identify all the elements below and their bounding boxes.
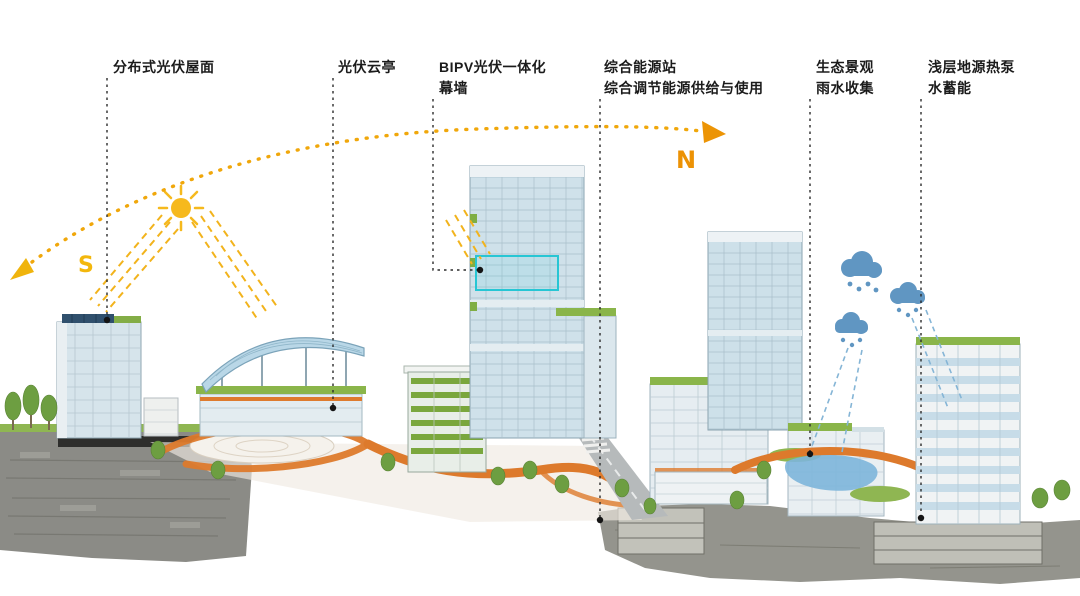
annotation-pv-pavilion-text: 光伏云亭 [338,59,396,75]
building-pv-pavilion [196,337,366,437]
building-pv-roof-tower [56,314,142,439]
building-annex [143,397,179,437]
eco-green-patch-right [850,486,910,502]
leader-lines [106,78,922,518]
annotation-bipv-text-1: BIPV光伏一体化 [439,59,547,75]
compass-north: N [676,146,696,174]
rain-collection-lines [811,309,963,453]
sun-path-arc [22,124,710,270]
bipv-highlight-box [475,255,559,291]
annotation-pv-roof: 分布式光伏屋面 [113,57,215,78]
annotation-pv-pavilion: 光伏云亭 [338,57,396,78]
tower-heat-pump [915,337,1021,525]
annotation-eco-landscape-text-1: 生态景观 [816,59,874,75]
annotation-eco-landscape: 生态景观 雨水收集 [816,57,874,99]
rain-cloud-2 [890,282,925,318]
annotation-energy-station-text-2: 综合调节能源供给与使用 [604,80,764,96]
annotation-heat-pump-text-1: 浅层地源热泵 [928,59,1015,75]
tower-bipv [469,165,617,439]
rain-cloud-icons [835,251,925,348]
annotation-heat-pump-text-2: 水蓄能 [928,80,972,96]
trees [4,384,1071,515]
road [575,430,668,520]
rain-cloud-1 [841,251,882,293]
annotation-bipv-text-2: 幕墙 [439,80,468,96]
rainwater-pond [785,454,878,491]
tower-north [707,231,803,431]
annotation-pv-roof-text: 分布式光伏屋面 [113,59,215,75]
rain-cloud-3 [835,312,868,348]
annotation-eco-landscape-text-2: 雨水收集 [816,80,874,96]
sun-beams [89,209,491,321]
annotation-energy-station-text-1: 综合能源站 [604,59,677,75]
central-plaza [150,428,642,522]
annotation-heat-pump: 浅层地源热泵 水蓄能 [928,57,1015,99]
sun-path-arrow-south [10,258,34,280]
sun-icon [157,184,205,232]
sun-path-arrow-north [702,121,726,143]
annotation-bipv: BIPV光伏一体化 幕墙 [439,57,546,99]
compass-south: S [78,253,94,278]
leader-dots [103,266,925,524]
annotation-energy-station: 综合能源站 综合调节能源供给与使用 [604,57,764,99]
